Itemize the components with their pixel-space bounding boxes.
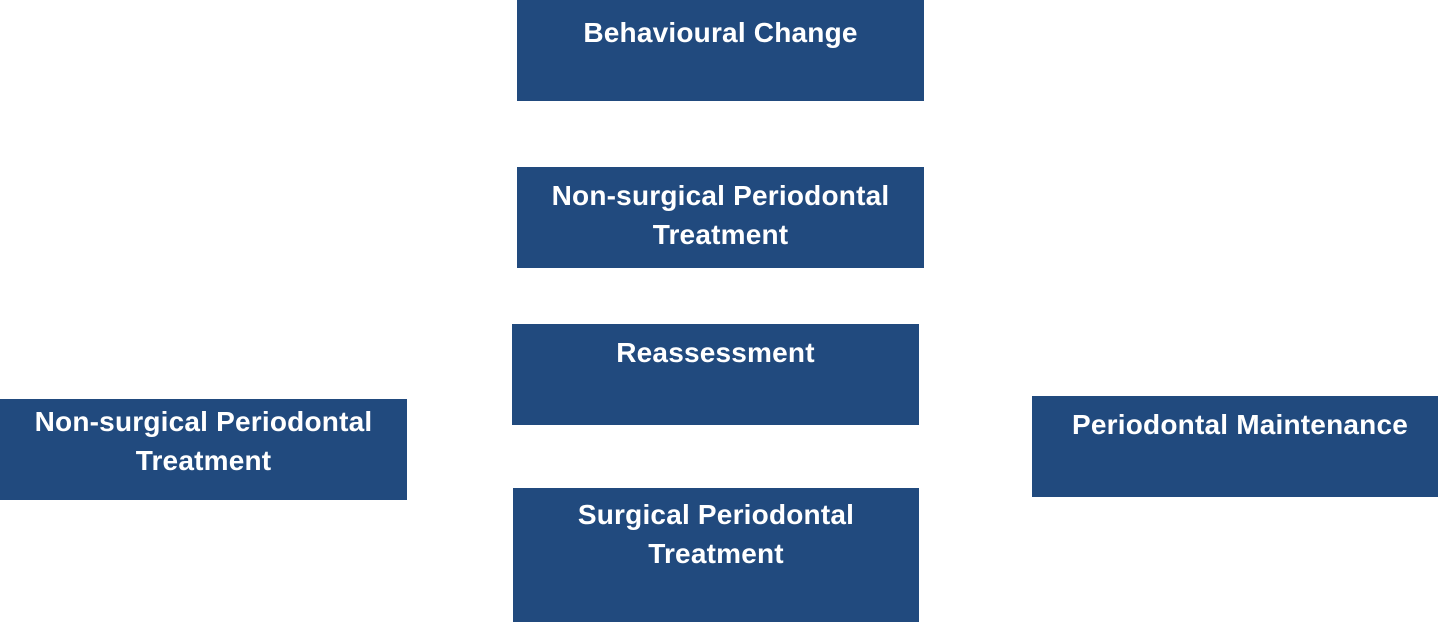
surgical-treatment-box: Surgical Periodontal Treatment — [513, 488, 919, 622]
periodontal-maintenance-box: Periodontal Maintenance — [1032, 396, 1438, 497]
surgical-treatment-label: Surgical Periodontal Treatment — [577, 499, 855, 569]
nonsurgical-treatment-center-box: Non-surgical Periodontal Treatment — [517, 167, 924, 268]
nonsurgical-treatment-center-label: Non-surgical Periodontal Treatment — [551, 180, 890, 250]
nonsurgical-treatment-left-label: Non-surgical Periodontal Treatment — [34, 406, 373, 476]
behavioural-change-label: Behavioural Change — [583, 17, 858, 48]
reassessment-box: Reassessment — [512, 324, 919, 425]
nonsurgical-treatment-left-box: Non-surgical Periodontal Treatment — [0, 399, 407, 500]
periodontal-maintenance-label: Periodontal Maintenance — [1072, 409, 1408, 440]
behavioural-change-box: Behavioural Change — [517, 0, 924, 101]
reassessment-label: Reassessment — [616, 337, 815, 368]
